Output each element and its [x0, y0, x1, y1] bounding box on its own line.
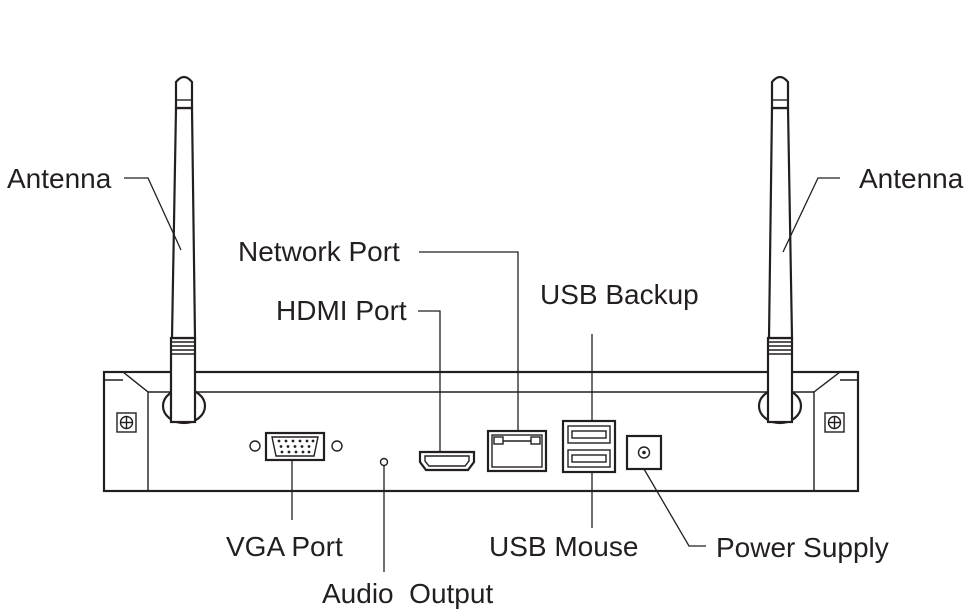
power-supply-jack — [625, 434, 663, 471]
left-mounting-screw — [116, 412, 137, 433]
usb-ports — [561, 419, 617, 474]
antenna-right-label: Antenna — [859, 163, 964, 194]
antenna-left-leader — [124, 177, 182, 251]
usb-backup-label: USB Backup — [540, 279, 699, 310]
network-port — [486, 429, 548, 473]
network-port-leader — [419, 251, 519, 431]
hdmi-port-leader — [418, 310, 441, 452]
left-antenna — [161, 75, 207, 425]
audio-output-label: Audio Output — [322, 578, 493, 609]
callout-lines — [124, 177, 840, 572]
right-mounting-screw — [824, 412, 845, 433]
hdmi-port — [418, 450, 476, 472]
power-supply-label: Power Supply — [716, 532, 889, 563]
vga-port-label: VGA Port — [226, 531, 343, 562]
usb-mouse-label: USB Mouse — [489, 531, 638, 562]
hdmi-port-label: HDMI Port — [276, 295, 407, 326]
vga-port — [249, 431, 343, 462]
antenna-right-leader — [782, 177, 840, 253]
audio-output-jack — [379, 457, 389, 467]
network-port-label: Network Port — [238, 236, 400, 267]
device-chassis — [102, 370, 860, 493]
right-antenna — [757, 75, 803, 425]
power-supply-leader — [643, 468, 706, 547]
antenna-left-label: Antenna — [7, 163, 112, 194]
